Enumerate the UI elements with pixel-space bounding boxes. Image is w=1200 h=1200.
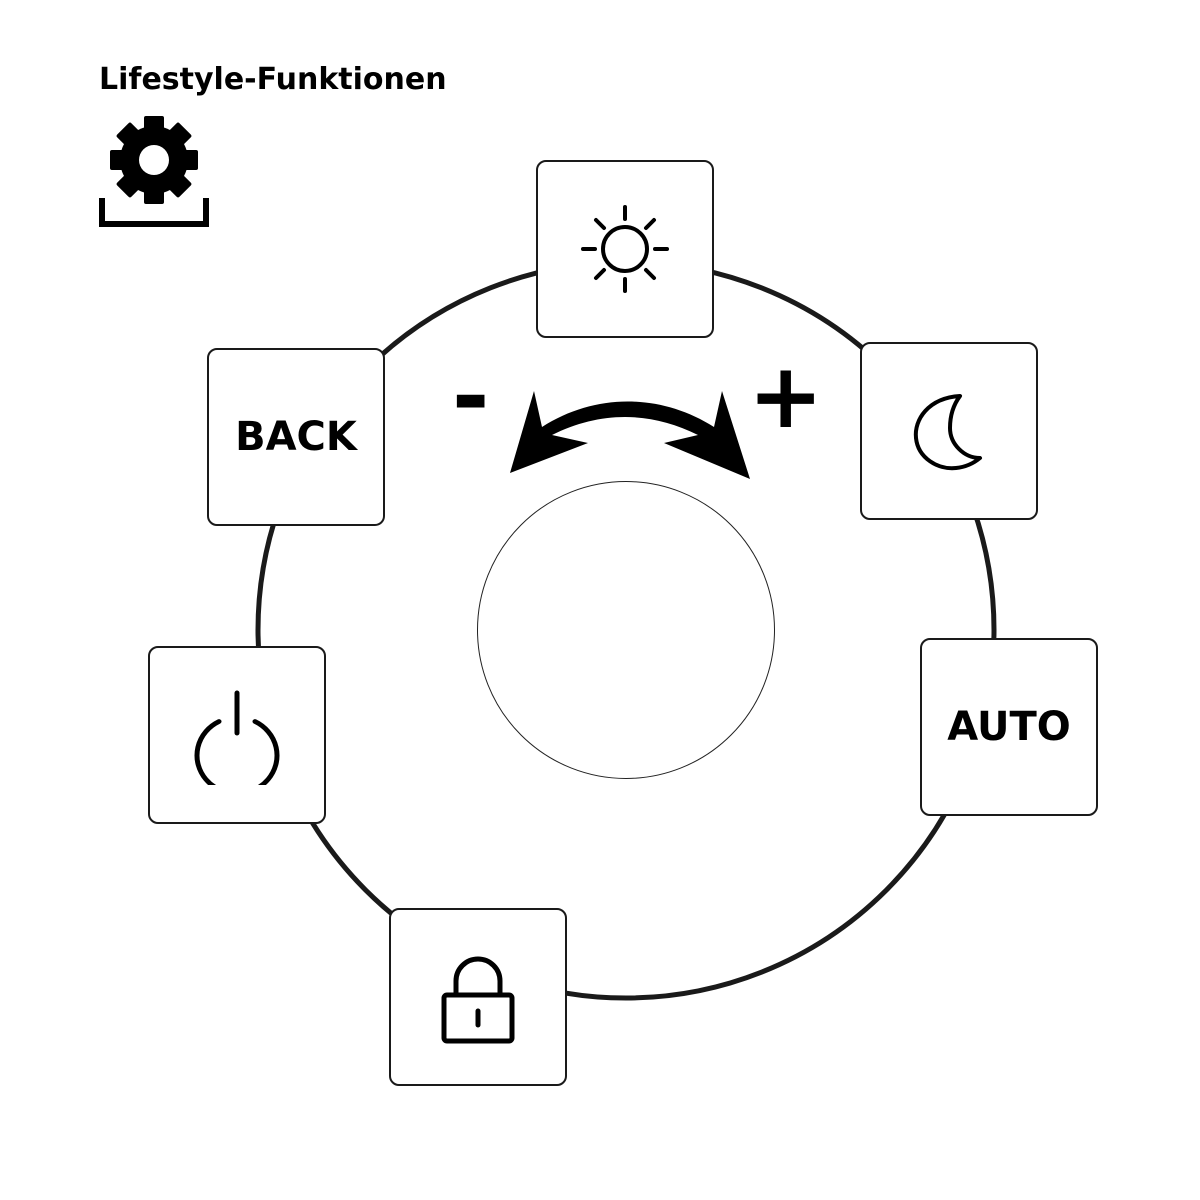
minus-sign: -: [452, 344, 490, 449]
power-icon: [194, 690, 280, 785]
rotary-knob[interactable]: [477, 481, 775, 779]
plus-sign: +: [748, 344, 824, 449]
settings-gear-icon: [99, 116, 209, 227]
padlock-icon: [441, 956, 515, 1044]
back-button[interactable]: BACK: [207, 348, 385, 526]
moon-icon: [913, 394, 982, 471]
brightness-button[interactable]: [536, 160, 714, 338]
auto-button[interactable]: AUTO: [920, 638, 1098, 816]
power-button[interactable]: [148, 646, 326, 824]
night-mode-button[interactable]: [860, 342, 1038, 520]
sun-icon: [581, 205, 669, 293]
auto-button-label: AUTO: [947, 704, 1071, 750]
rotate-left-right-arrow-icon: [510, 391, 750, 479]
page-title: Lifestyle-Funktionen: [99, 62, 447, 97]
back-button-label: BACK: [235, 414, 357, 460]
lock-button[interactable]: [389, 908, 567, 1086]
